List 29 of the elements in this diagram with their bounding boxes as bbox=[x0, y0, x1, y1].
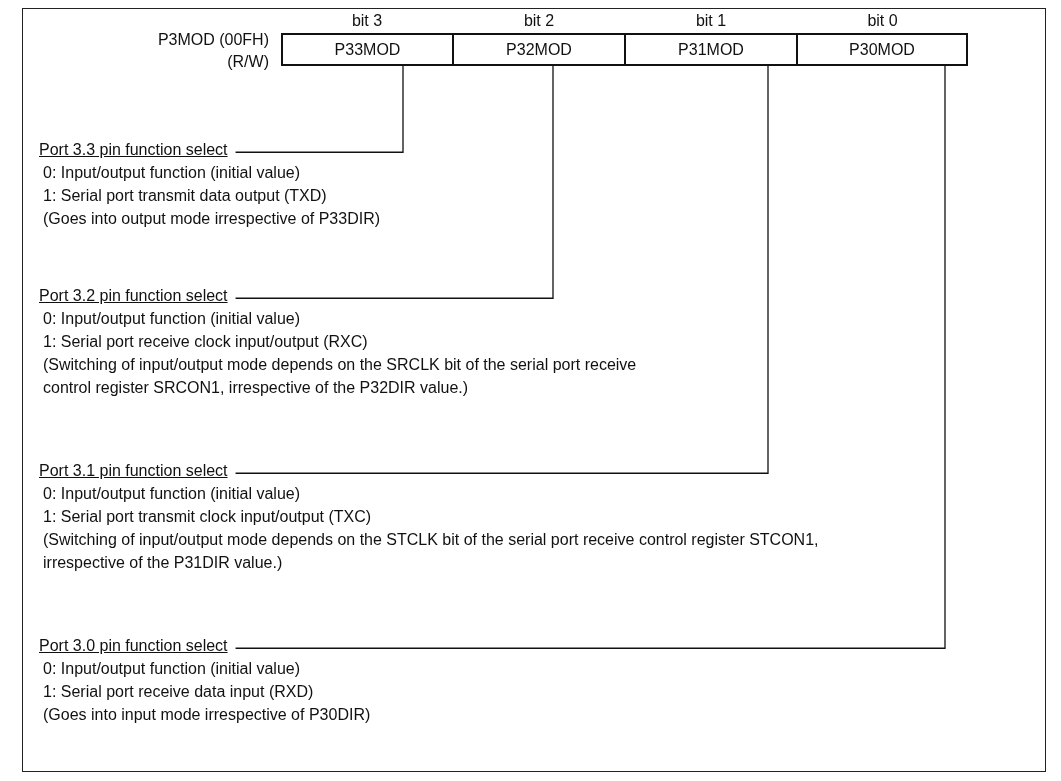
description-text: 0: Input/output function (initial value) bbox=[42, 659, 301, 679]
leader-line bbox=[234, 65, 946, 649]
description-text: 0: Input/output function (initial value) bbox=[42, 309, 301, 329]
description-text: (Goes into input mode irrespective of P30DIR) bbox=[42, 705, 371, 725]
register-bit-cell: P32MOD bbox=[453, 33, 625, 66]
bit-label: bit 0 bbox=[867, 12, 898, 31]
leader-line bbox=[234, 65, 554, 299]
bit-label: bit 2 bbox=[523, 12, 555, 31]
function-heading: Port 3.0 pin function select bbox=[39, 634, 228, 657]
function-heading: Port 3.1 pin function select bbox=[39, 459, 228, 482]
bit-label: bit 1 bbox=[695, 12, 727, 31]
description-text: 1: Serial port receive data input (RXD) bbox=[42, 682, 314, 702]
leader-line bbox=[234, 65, 404, 153]
description-text: (Switching of input/output mode depends on the SRCLK bit of the serial port receive control register SRCON1, irrespective of the P32DIR value.) bbox=[42, 355, 638, 398]
description-text: (Goes into output mode irrespective of P33DIR) bbox=[42, 209, 381, 229]
description-text: 0: Input/output function (initial value) bbox=[42, 484, 301, 504]
description-text: 1: Serial port receive clock input/output (RXC) bbox=[42, 332, 368, 352]
register-label: (R/W) bbox=[227, 53, 269, 71]
register-bit-cell: P30MOD bbox=[797, 33, 968, 66]
bit-label: bit 3 bbox=[351, 12, 383, 31]
function-heading: Port 3.2 pin function select bbox=[39, 284, 228, 307]
function-heading: Port 3.3 pin function select bbox=[39, 138, 228, 161]
description-text: 0: Input/output function (initial value) bbox=[42, 163, 301, 183]
register-bit-cell: P33MOD bbox=[281, 33, 453, 66]
register-bit-cell: P31MOD bbox=[625, 33, 797, 66]
description-text: (Switching of input/output mode depends on the STCLK bit of the serial port receive control register STCON1, irrespective of the P31DIR value.) bbox=[42, 530, 820, 573]
description-text: 1: Serial port transmit data output (TXD) bbox=[42, 186, 327, 206]
leader-line bbox=[234, 65, 769, 474]
description-text: 1: Serial port transmit clock input/output (TXC) bbox=[42, 507, 372, 527]
